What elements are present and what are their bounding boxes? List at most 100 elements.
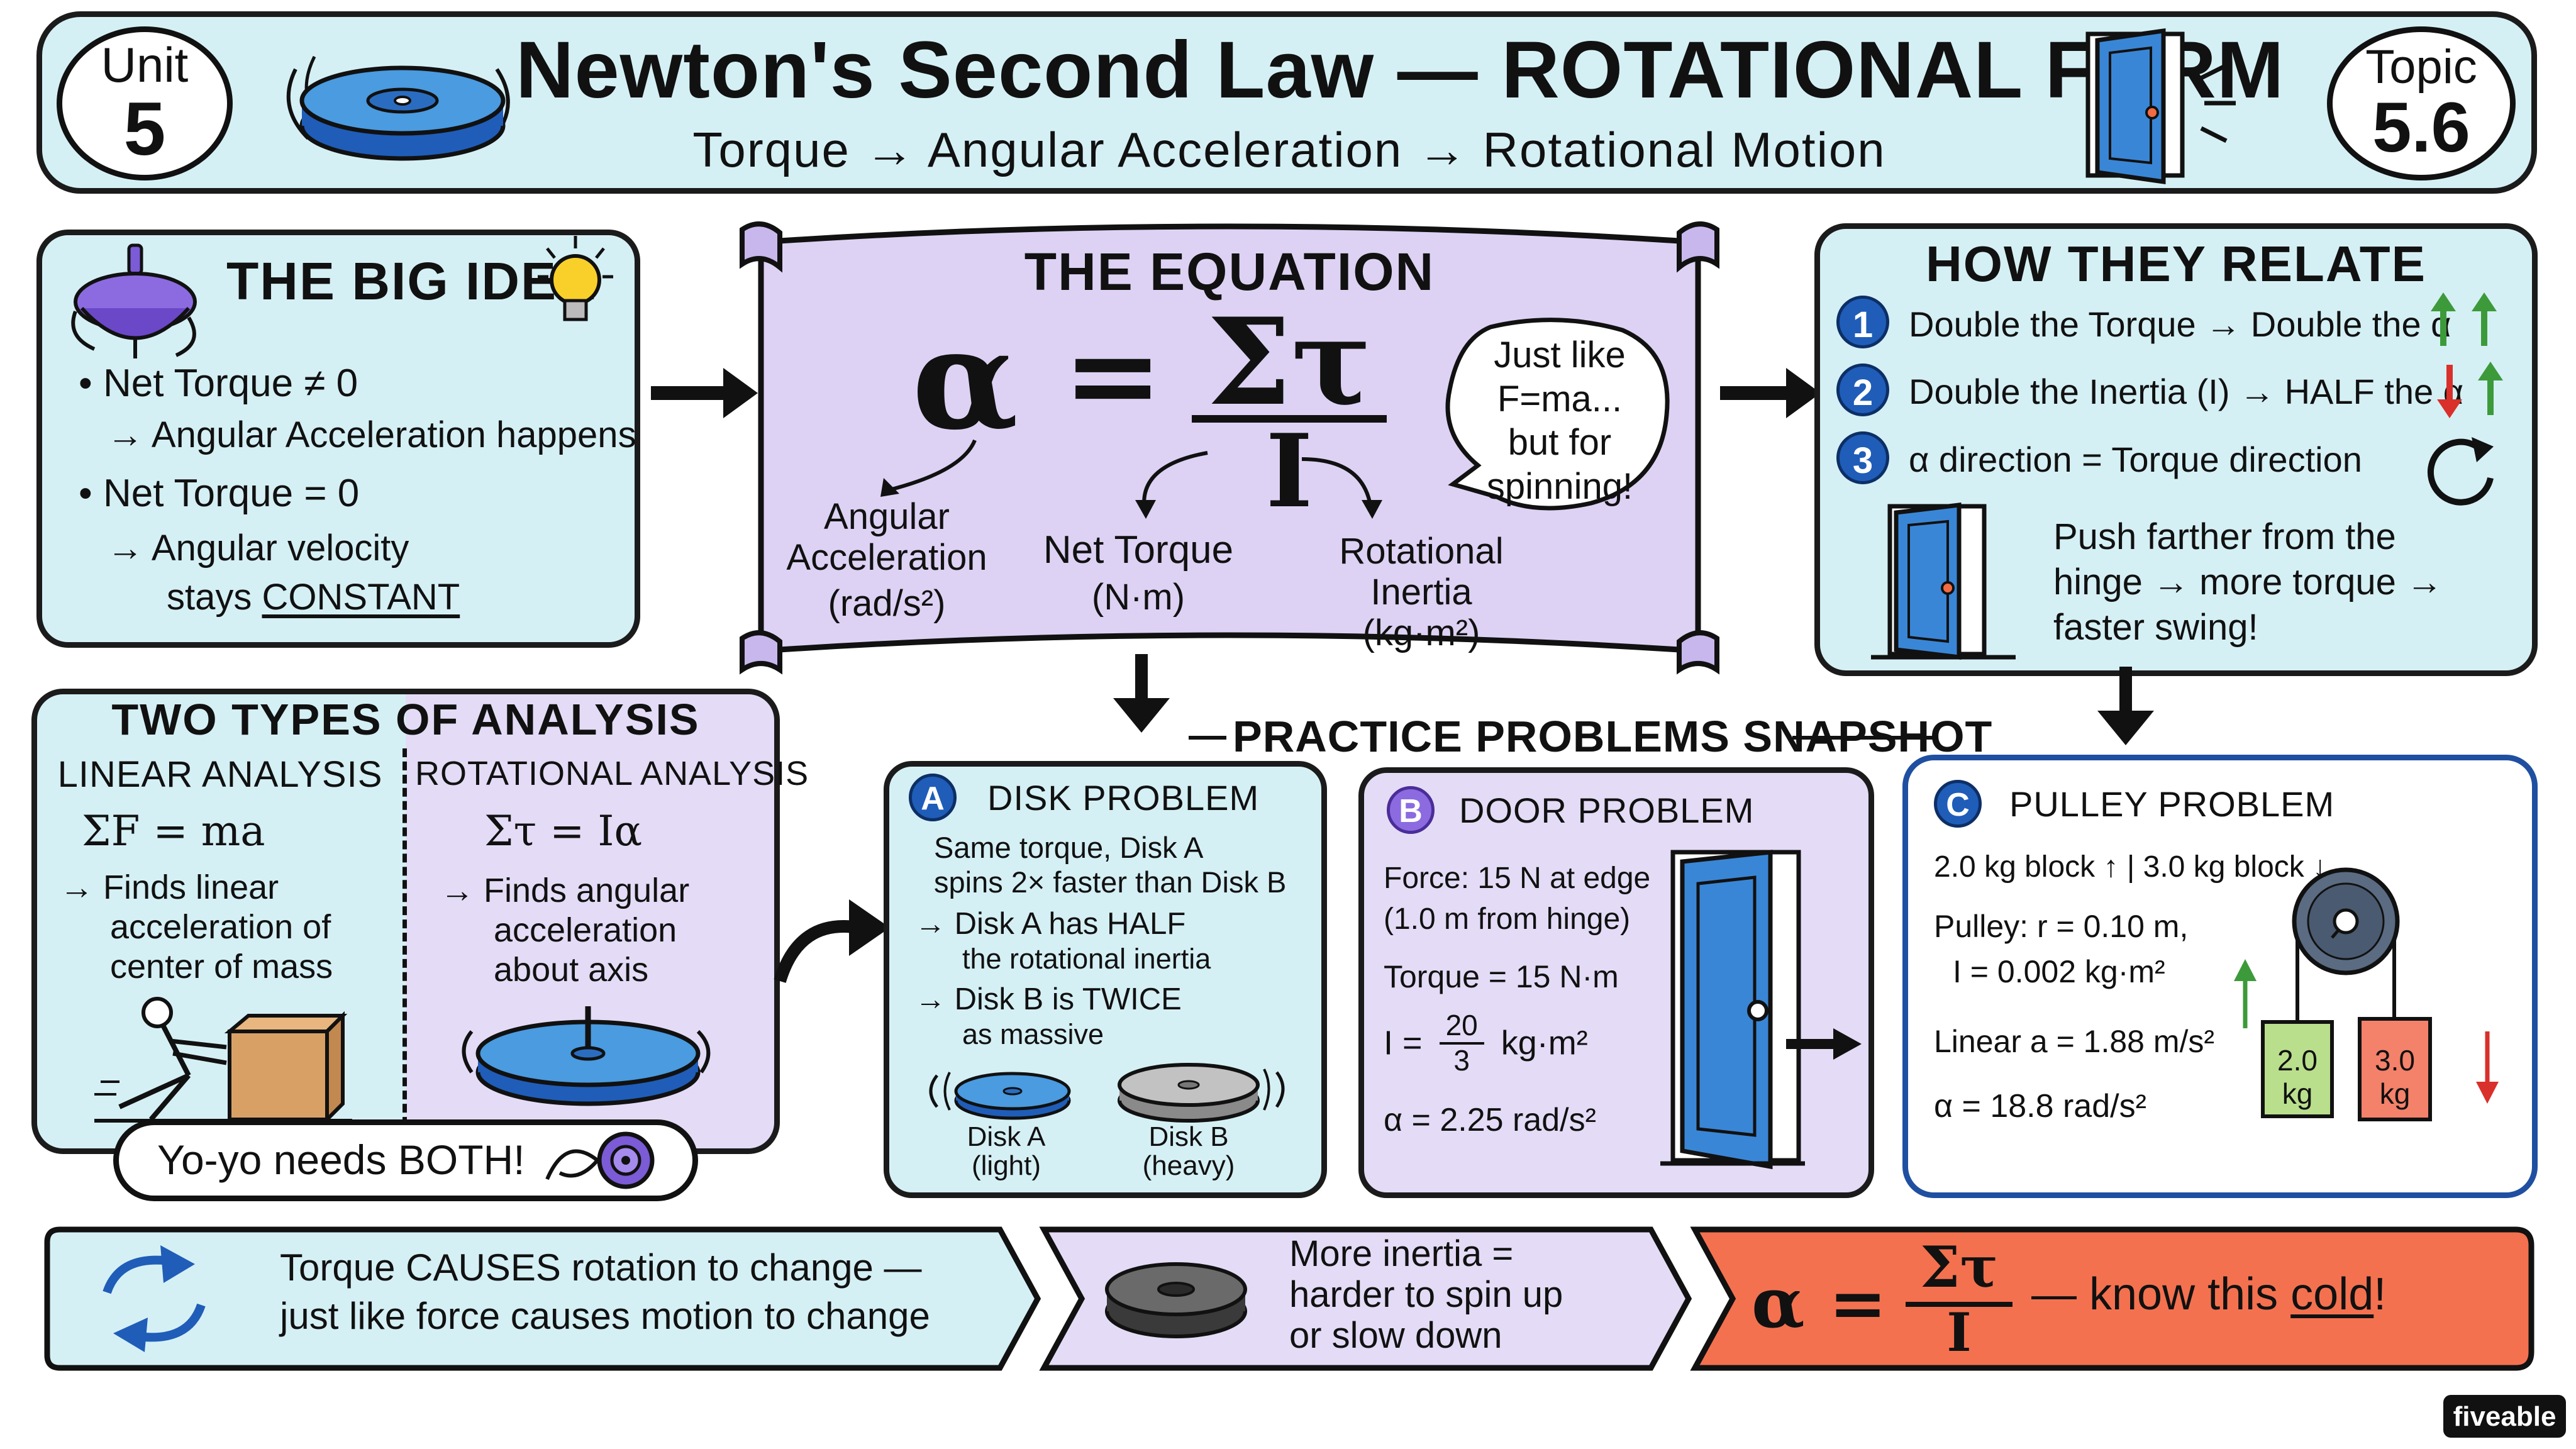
bottom-right-denominator: I (1946, 1301, 1972, 1363)
arrow-right-icon (651, 368, 758, 418)
equation-lhs: α (912, 297, 1019, 460)
bottom-left-text: Torque CAUSES rotation to change —just l… (280, 1246, 930, 1337)
relate-item-3: α direction = Torque direction (1909, 440, 2362, 479)
person-pushing-box-icon (94, 997, 352, 1124)
relate-number-1: 1 (1836, 296, 1889, 348)
pulley-problem-panel (1902, 755, 2538, 1198)
brand-badge (2443, 1395, 2566, 1438)
big-idea-bullet-1-result: → Angular Acceleration happens (107, 414, 636, 455)
spinning-top-icon (71, 243, 197, 358)
linear-formula: ΣF = ma (82, 807, 265, 855)
big-idea-bullet-2: • Net Torque = 0 (79, 472, 360, 515)
label-arrows (880, 439, 1382, 519)
pulley-alpha: α = 18.8 rad/s² (1934, 1088, 2146, 1124)
bottom-right-numerator: Στ (1919, 1234, 1999, 1301)
disk-title: DISK PROBLEM (987, 778, 1260, 818)
door-force-note: (1.0 m from hinge) (1384, 902, 1631, 936)
door-badge: B (1387, 786, 1435, 834)
rotate-clockwise-icon (2427, 437, 2494, 506)
brand-logo: fiveable (2453, 1401, 2557, 1432)
page-title: Newton's Second Law — ROTATIONAL FORM (516, 25, 2285, 115)
pulley-diagram (2234, 867, 2499, 1121)
rotational-formula: Στ = Iα (484, 807, 643, 855)
door-title: DOOR PROBLEM (1459, 791, 1755, 830)
door-torque: Torque = 15 N·m (1384, 959, 1619, 994)
unit-number: 5 (123, 87, 166, 171)
speech-bubble (1445, 318, 1670, 511)
bottom-fraction-bar (1906, 1302, 2012, 1307)
disk-b-label: Disk B(heavy) (1142, 1121, 1235, 1182)
topic-badge (2327, 26, 2516, 180)
big-idea-bullet-2-result-line2: stays CONSTANT (167, 577, 460, 618)
disk-a-icon (929, 1072, 1071, 1120)
door-force: Force: 15 N at edge (1384, 862, 1651, 895)
disk-b-icon (1118, 1063, 1285, 1123)
relate-title: HOW THEY RELATE (1926, 236, 2426, 292)
big-idea-title: THE BIG IDEA (226, 252, 597, 311)
pulley-spec-1: Pulley: r = 0.10 m, (1934, 909, 2189, 944)
equation-title: THE EQUATION (1024, 242, 1435, 301)
big-idea-bullet-1: • Net Torque ≠ 0 (79, 362, 358, 405)
door-alpha: α = 2.25 rad/s² (1384, 1102, 1596, 1138)
door-icon (1871, 502, 2016, 660)
lightbulb-icon (538, 236, 613, 321)
pulley-linear-a: Linear a = 1.88 m/s² (1934, 1024, 2215, 1059)
pulley-title: PULLEY PROBLEM (2009, 784, 2335, 824)
big-idea-panel (36, 230, 640, 648)
disk-result-2: → Disk B is TWICE (915, 982, 1182, 1016)
cold-emphasis: cold (2290, 1269, 2374, 1319)
arrow-down-icon (1113, 654, 1170, 733)
rotational-title: ROTATIONAL ANALYSIS (415, 755, 809, 792)
heavy-disk-icon (1105, 1262, 1247, 1338)
torque-unit: (N·m) (1091, 577, 1185, 618)
equation-denominator: I (1265, 412, 1313, 530)
pulley-spec-2: I = 0.002 kg·m² (1953, 954, 2165, 989)
arrow-right-icon (1720, 368, 1821, 418)
rotating-disk-icon (462, 1006, 711, 1106)
page-subtitle: Torque → Angular Acceleration → Rotation… (692, 122, 1886, 177)
double-up-arrows-icon (2431, 292, 2497, 346)
analysis-divider (402, 748, 407, 1126)
torque-label: Net Torque (1043, 528, 1234, 572)
disk-result-1b: the rotational inertia (962, 943, 1211, 975)
disk-result-1: → Disk A has HALF (915, 907, 1186, 941)
refresh-arrows-icon (103, 1245, 206, 1352)
unit-label: Unit (101, 37, 189, 92)
disk-result-2b: as massive (962, 1018, 1104, 1050)
bottom-right-lhs: α = (1752, 1262, 1887, 1343)
relate-number-2: 2 (1836, 364, 1889, 416)
bottom-right-tail: — know this cold! (2031, 1269, 2387, 1319)
door-push-icon (1660, 850, 1862, 1170)
spinning-disk-icon (286, 55, 510, 161)
practice-rule-left (1189, 736, 1226, 740)
pulley-blocks: 2.0 kg block ↑ | 3.0 kg block ↓ (1934, 850, 2328, 884)
arrow-curved-icon (774, 899, 890, 983)
pulley-badge: C (1934, 780, 1982, 828)
equation-equals: = (1063, 304, 1163, 445)
equation-scroll (740, 221, 1719, 675)
fraction-bar (1192, 415, 1387, 423)
disk-badge: A (909, 774, 957, 821)
yoyo-text: Yo-yo needs BOTH! (157, 1136, 525, 1183)
relate-number-3: 3 (1836, 431, 1889, 484)
big-idea-bullet-2-result: → Angular velocity (107, 528, 409, 569)
practice-rule-right (1792, 736, 1937, 740)
down-up-arrows-icon (2437, 362, 2503, 418)
open-door-icon (2085, 28, 2236, 185)
yoyo-icon (545, 1131, 655, 1189)
relate-item-2: Double the Inertia (I) → HALF the α (1909, 372, 2464, 411)
linear-title: LINEAR ANALYSIS (57, 754, 383, 795)
relate-item-1: Double the Torque → Double the α (1909, 304, 2451, 344)
analysis-title: TWO TYPES OF ANALYSIS (111, 695, 700, 744)
topic-number: 5.6 (2372, 88, 2470, 167)
